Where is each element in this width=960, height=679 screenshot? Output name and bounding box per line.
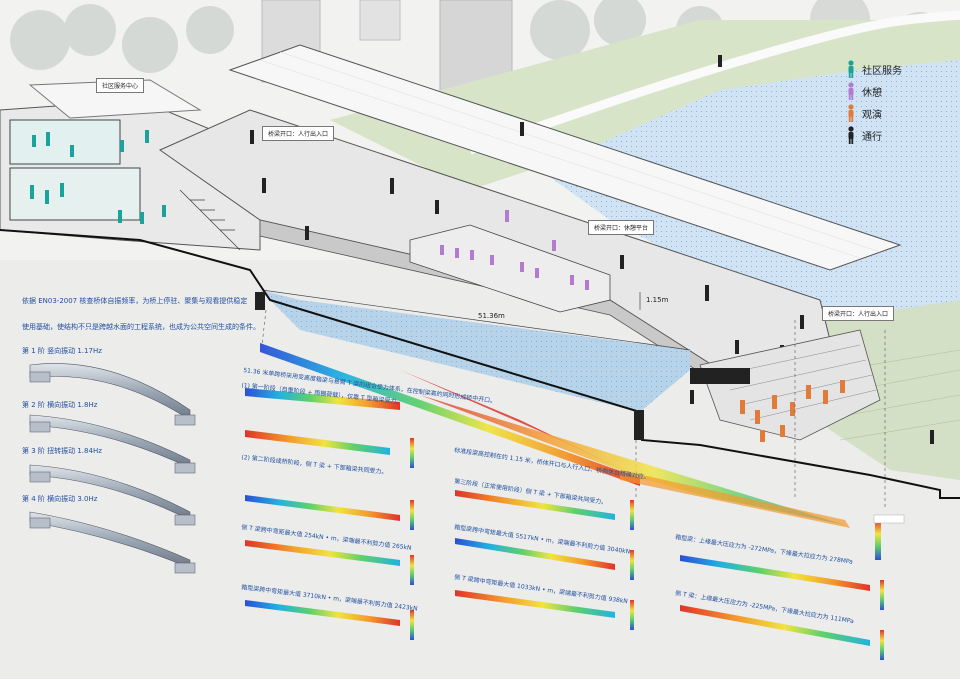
community-people [30,130,166,224]
stage-diagram-4 [680,555,870,646]
mode-shape-3 [29,464,196,526]
mode-label-2: 第 2 阶 横向振动 1.8Hz [22,401,98,409]
legend-item: 通行 [846,126,882,144]
legend-item: 休憩 [846,82,882,100]
legend-label: 观演 [862,109,882,121]
callout-community-center: 社区服务中心 [96,78,145,93]
span-dimension: 51.36m [478,312,505,320]
mode-label-4: 第 4 阶 横向振动 3.0Hz [22,495,98,503]
main-moment-diagram [260,343,850,528]
rest-people [440,210,589,290]
mode-shape-1 [29,363,196,426]
rest-platform [409,224,611,313]
upper-floor [9,119,121,165]
mode-label-1: 第 1 阶 竖向振动 1.17Hz [22,347,102,355]
abutment-right [634,410,644,440]
person-icon [848,104,854,122]
bridge-end-block [690,368,750,384]
stage-diagram-1 [245,388,400,455]
callout-bridge-entry-right: 桥梁开口：人行出入口 [822,306,895,321]
legend-label: 休憩 [862,87,882,99]
background-building [359,0,401,41]
left-text-line2: 使用基础，使结构不只是跨越水面的工程系统，也成为公共空间生成的条件。 [22,323,260,331]
stairs [179,189,241,251]
scale-table [873,514,905,524]
stage-diagram-2 [245,495,400,626]
color-scale-bars [410,438,884,660]
person-icon [848,82,854,100]
stage-diagram-3 [455,490,615,618]
legend-item: 社区服务 [846,60,902,78]
legend-label: 社区服务 [862,65,902,77]
abutment-left [255,292,265,310]
span-dimension-line [261,289,691,351]
person-icon [848,126,854,144]
walking-path [468,10,960,155]
mode-shape-2 [29,414,196,474]
callout-bridge-rest: 桥梁开口：休憩平台 [588,220,655,235]
bridge-canopy [228,44,902,271]
mode-label-3: 第 3 阶 扭转振动 1.84Hz [22,447,102,455]
left-text-line1: 依据 EN03-2007 核查桥体自振频率，为桥上停驻、聚集与观看提供稳定 [22,297,248,305]
legend-label: 通行 [862,131,882,143]
callout-bridge-entry: 桥梁开口：人行出入口 [262,126,335,141]
legend-item: 观演 [846,104,882,122]
mode-shape-4 [29,511,196,574]
person-icon [848,60,854,78]
height-dimension: 1.15m [646,296,669,304]
audience-people [740,380,845,442]
